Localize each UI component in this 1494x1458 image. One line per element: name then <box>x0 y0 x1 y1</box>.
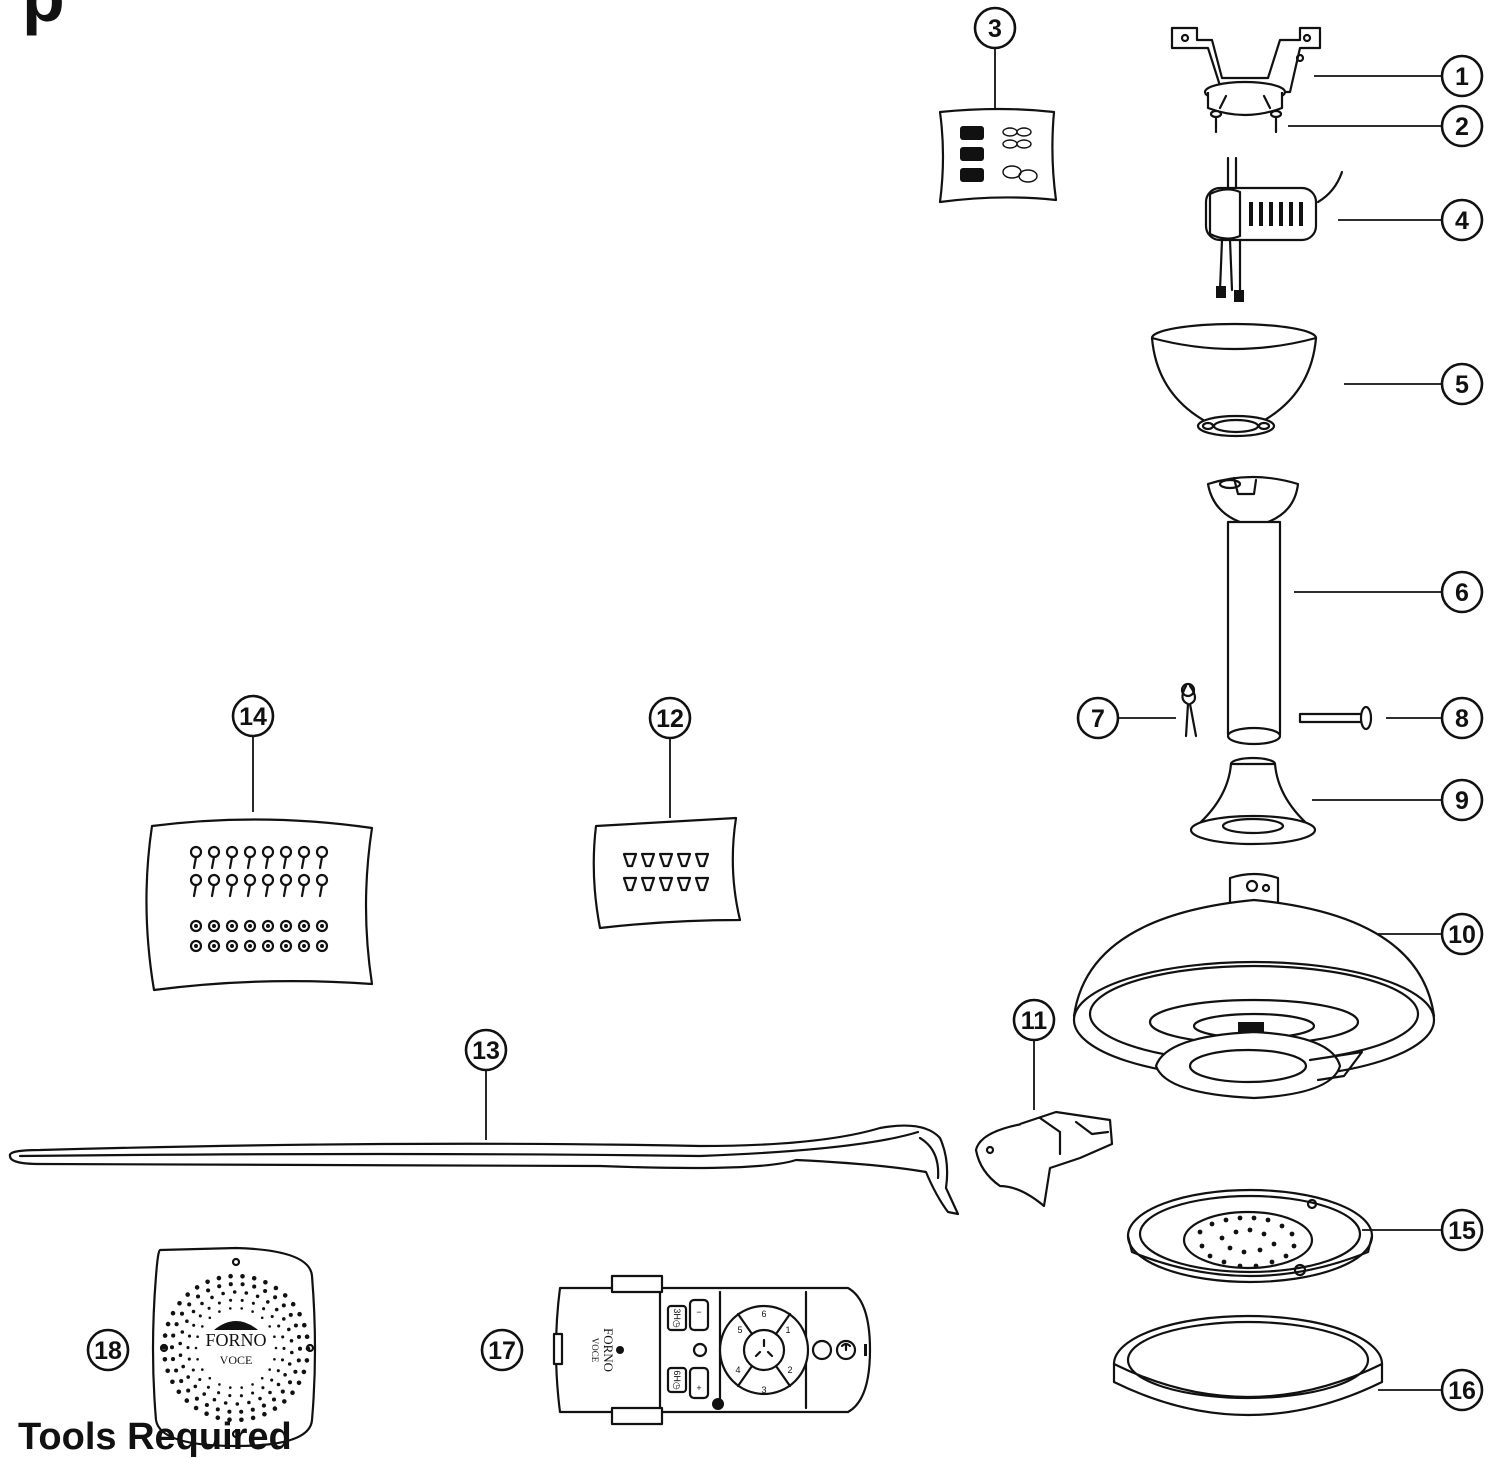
wall-logo-line1: FORNO <box>205 1330 266 1350</box>
svg-text:16: 16 <box>1448 1377 1476 1405</box>
callout-2: 2 <box>1440 104 1484 148</box>
remote-control: 3H◷ 6H◷ − + 1 2 3 4 5 6 FORNO VOCE <box>552 1274 872 1426</box>
coupling-cover <box>1189 756 1317 846</box>
wall-logo-line2: VOCE <box>220 1353 253 1367</box>
remote-logo-line2: VOCE <box>590 1338 600 1363</box>
blade-hardware-bag <box>145 818 374 992</box>
callout-3: 3 <box>973 6 1017 50</box>
svg-text:14: 14 <box>239 703 267 731</box>
bracket-screws <box>1209 109 1283 134</box>
timer-3h-label: 3H◷ <box>672 1308 682 1328</box>
svg-text:3: 3 <box>988 15 1002 43</box>
canopy <box>1150 322 1318 438</box>
svg-text:5: 5 <box>1455 371 1469 399</box>
callout-15: 15 <box>1440 1208 1484 1252</box>
page-heading-fragment: p <box>22 0 65 32</box>
blade-bracket <box>974 1110 1114 1208</box>
wire-nut-bag <box>938 107 1058 204</box>
callout-8: 8 <box>1440 696 1484 740</box>
svg-text:4: 4 <box>1455 207 1469 235</box>
callout-7: 7 <box>1076 696 1120 740</box>
svg-text:8: 8 <box>1455 705 1469 733</box>
motor-housing <box>1072 872 1436 1100</box>
hanger-pin <box>1298 705 1373 731</box>
remote-logo-line1: FORNO <box>601 1328 616 1372</box>
svg-text:17: 17 <box>488 1337 516 1365</box>
timer-6h-label: 6H◷ <box>672 1370 682 1390</box>
receiver-unit <box>1204 156 1344 302</box>
svg-text:2: 2 <box>1455 113 1469 141</box>
svg-text:15: 15 <box>1448 1217 1476 1245</box>
svg-text:1: 1 <box>1455 63 1469 91</box>
callout-1: 1 <box>1440 54 1484 98</box>
callout-6: 6 <box>1440 570 1484 614</box>
callout-10: 10 <box>1440 912 1484 956</box>
callout-13: 13 <box>464 1028 508 1072</box>
small-screw-bag <box>592 816 742 930</box>
cotter-pin <box>1180 682 1198 738</box>
led-light-kit <box>1126 1188 1374 1284</box>
leader-lines <box>252 46 1442 1391</box>
brightness-plus-label: + <box>696 1383 701 1393</box>
callout-12: 12 <box>648 696 692 740</box>
callout-17: 17 <box>480 1328 524 1372</box>
svg-text:11: 11 <box>1021 1007 1048 1035</box>
mounting-bracket <box>1170 26 1322 117</box>
svg-text:9: 9 <box>1455 787 1469 815</box>
speed-4-label: 4 <box>735 1365 740 1375</box>
fan-blade <box>8 1124 960 1216</box>
speed-5-label: 5 <box>737 1325 742 1335</box>
callout-18: 18 <box>86 1328 130 1372</box>
svg-text:7: 7 <box>1091 705 1105 733</box>
callout-14: 14 <box>231 694 275 738</box>
speed-3-label: 3 <box>761 1385 766 1395</box>
svg-text:10: 10 <box>1448 921 1476 949</box>
svg-text:18: 18 <box>94 1337 122 1365</box>
speed-6-label: 6 <box>761 1309 766 1319</box>
callout-9: 9 <box>1440 778 1484 822</box>
callout-11: 11 <box>1012 998 1056 1042</box>
callout-4: 4 <box>1440 198 1484 242</box>
svg-text:6: 6 <box>1455 579 1469 607</box>
speed-2-label: 2 <box>787 1365 792 1375</box>
callout-5: 5 <box>1440 362 1484 406</box>
tools-required-heading: Tools Required <box>18 1416 292 1458</box>
callout-16: 16 <box>1440 1368 1484 1412</box>
svg-text:13: 13 <box>472 1037 500 1065</box>
speed-1-label: 1 <box>785 1325 790 1335</box>
downrod <box>1206 475 1300 746</box>
svg-text:12: 12 <box>656 705 684 733</box>
wall-control: FORNO VOCE <box>151 1246 317 1448</box>
brightness-minus-label: − <box>696 1307 701 1317</box>
light-cover <box>1112 1314 1384 1416</box>
